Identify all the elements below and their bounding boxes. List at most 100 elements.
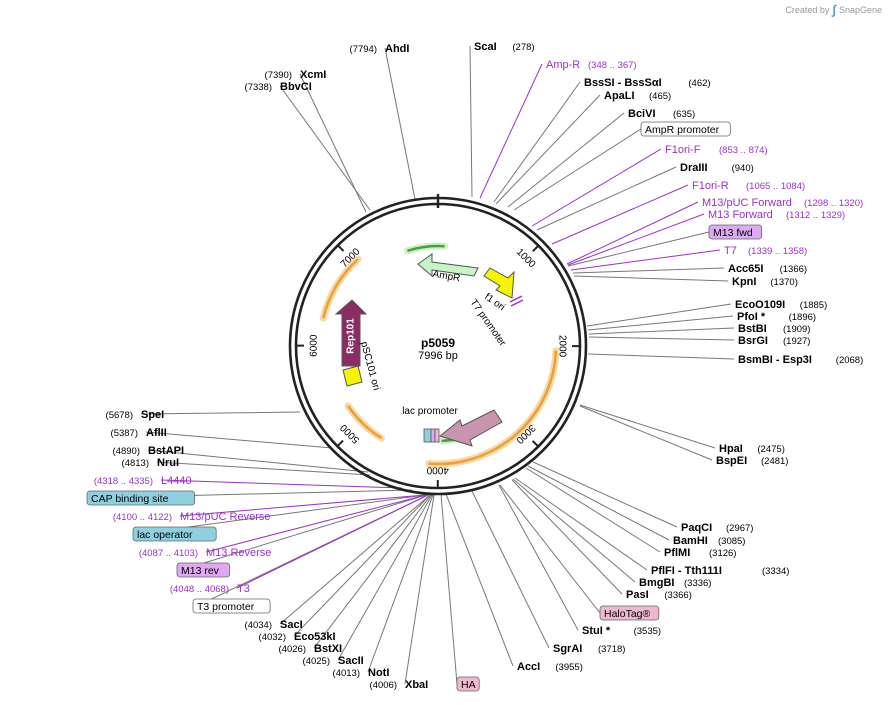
rep101-label: Rep101 [346,318,357,354]
site-label-t7: T7(1339 .. 1358) [724,245,807,257]
leader-line [513,128,642,211]
site-label-m13-forward: M13 Forward(1312 .. 1329) [708,209,845,221]
leader-line [527,465,670,541]
leader-line [205,494,427,553]
rep101-arrow: Rep101 [334,299,368,367]
feature-tag-text: T3 promoter [197,601,255,613]
feature-tag-box [192,598,271,614]
site-name: SacII [338,655,364,667]
site-position: (462) [688,78,710,89]
site-label-apali: ApaLI(465) [604,90,671,102]
site-label-acci: AccI(3955) [517,661,583,673]
site-position: (4025) [303,656,330,667]
site-position: (1065 .. 1084) [746,181,805,192]
small-feature-cluster [423,428,440,443]
site-label-xbai: XbaI(4006) [370,679,429,691]
site-name: XcmI [300,69,326,81]
site-name: SgrAI [553,643,582,655]
leader-line [587,315,734,331]
leader-line [567,231,710,267]
site-name: F1ori-R [692,180,729,192]
site-name: StuI * [582,625,611,637]
leader-line [469,45,473,198]
site-name: L4440 [161,475,192,487]
tick-label: 2000 [556,335,567,358]
site-position: (3126) [709,548,736,559]
leader-line [495,94,601,205]
feature-tag-box [640,121,731,137]
site-label-t3-promoter: T3 promoter [192,598,271,614]
site-position: (278) [512,42,534,53]
site-position: (1927) [783,336,810,347]
lac-promoter-label: lac promoter [402,406,458,417]
site-name: M13 Forward [708,209,773,221]
plasmid-name: p5059 [421,336,455,350]
site-position: (2068) [836,355,863,366]
site-position: (3535) [634,626,661,637]
site-label-hpai: HpaI(2475) [719,443,785,455]
leader-line [499,484,601,614]
site-name: Eco53kI [294,631,336,643]
feature-tag-box [132,526,217,542]
site-name: BstXI [314,643,342,655]
site-position: (4048 .. 4068) [170,584,229,595]
site-name: BsmBI - Esp3I [738,354,812,366]
leader-line [140,411,301,415]
tick-mark [336,439,344,447]
site-position: (7794) [350,44,377,55]
leader-line [525,467,661,553]
feature-tag-text: M13 rev [181,565,220,577]
site-name: KpnI [732,276,756,288]
site-name: NotI [368,667,389,679]
site-name: PaqCI [681,522,712,534]
orange-feature-arc-3 [319,255,362,322]
site-label-ahdi: AhdI(7794) [350,43,410,55]
site-label-t3: T3 (4048 .. 4068) [170,583,250,595]
site-label-ampr-promoter: AmpR promoter [640,121,731,137]
site-label-f1ori-f: F1ori-F(853 .. 874) [665,144,768,156]
leader-line [579,404,716,449]
site-position: (4318 .. 4335) [94,476,153,487]
site-name: DraIII [680,162,708,174]
site-label-m13-puc-reverse: M13/pUC Reverse(4100 .. 4122) [113,511,271,523]
site-label-scai: ScaI(278) [474,41,535,53]
leader-line [156,461,371,476]
leader-line [337,494,433,661]
site-label-bsmbi-esp3i: BsmBI - Esp3I (2068) [738,354,863,366]
site-position: (1370) [770,277,797,288]
site-name: AccI [517,661,540,673]
snapgene-branding: Created by ∫ SnapGene [785,2,882,17]
site-position: (5387) [111,428,138,439]
site-label-xcmi: XcmI(7390) [265,69,327,81]
site-label-m13-rev: M13 rev [176,562,231,578]
leader-line [551,184,689,245]
created-by-text: Created by [785,4,830,15]
site-name: BsrGI [738,335,768,347]
leader-line [586,303,732,327]
site-name: BstBI [738,323,767,335]
site-label-acc65i: Acc65I(1366) [728,263,807,275]
site-position: (1885) [800,300,827,311]
site-name: T7 [724,245,737,257]
leader-line [313,494,432,649]
site-label-cap-binding-site: CAP binding site [86,490,195,506]
feature-tag-text: AmpR promoter [645,124,720,136]
site-label-bcivi: BciVI(635) [628,108,695,120]
site-position: (1298 .. 1320) [804,198,863,209]
orange-feature-arc-2 [344,402,385,442]
site-name: M13 Reverse [206,547,271,559]
feature-tag-box [599,605,660,621]
site-name: NruI [157,457,179,469]
site-label-bamhi: BamHI(3085) [673,535,745,547]
site-name: T3 [237,583,250,595]
site-label-f1ori-r: F1ori-R (1065 .. 1084) [692,180,805,192]
leader-line [507,112,625,208]
site-position: (853 .. 874) [719,145,768,156]
feature-tag-box [176,562,231,578]
plasmid-size: 7996 bp [418,350,458,362]
leader-line [147,449,369,473]
site-label-bstbi: BstBI (1909) [738,323,810,335]
site-label-noti: NotI(4013) [333,667,390,679]
site-position: (1909) [783,324,810,335]
